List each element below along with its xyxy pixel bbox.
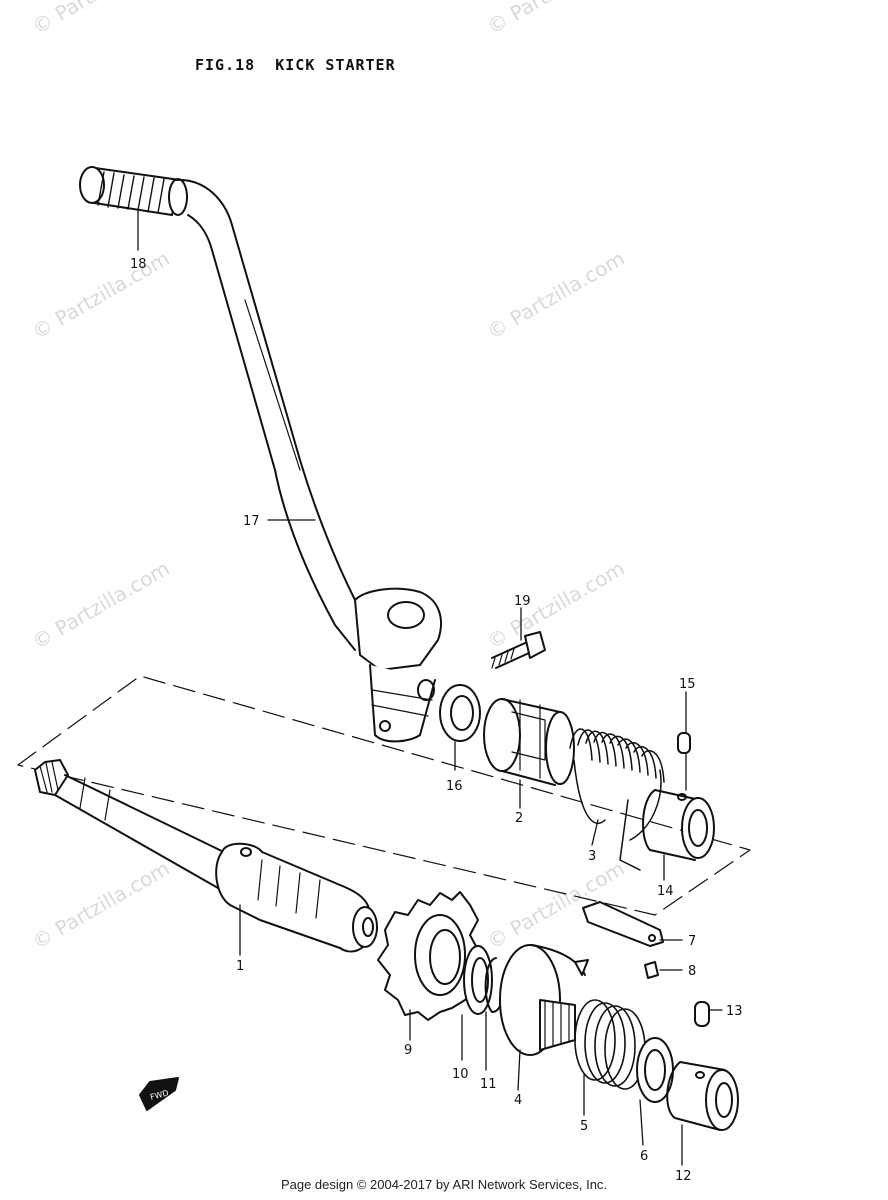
callout-3: 3 (588, 849, 596, 864)
part-7-stopper-plate (582, 901, 664, 947)
part-15-pin (677, 732, 691, 754)
callout-14: 14 (657, 884, 674, 899)
part-2-guide (483, 698, 575, 786)
part-14-spring-guide (642, 789, 715, 861)
callout-16: 16 (446, 779, 463, 794)
callout-2: 2 (515, 811, 523, 826)
part-10-washer (463, 945, 493, 1015)
page-footer: Page design © 2004-2017 by ARI Network S… (280, 1177, 608, 1192)
callout-labels: 18 17 19 15 16 2 3 14 1 9 10 11 4 5 6 12… (130, 257, 743, 1184)
part-9-idle-gear (377, 891, 479, 1021)
callout-13: 13 (726, 1004, 743, 1019)
part-16-oil-seal (439, 684, 481, 742)
callout-8: 8 (688, 964, 696, 979)
callout-17: 17 (243, 514, 260, 529)
callout-18: 18 (130, 257, 147, 272)
callout-10: 10 (452, 1067, 469, 1082)
callout-5: 5 (580, 1119, 588, 1134)
part-8-screw (644, 961, 659, 979)
assembly-outline (17, 675, 751, 916)
callout-9: 9 (404, 1043, 412, 1058)
part-1-shaft (34, 759, 378, 953)
fwd-arrow-icon (139, 1077, 179, 1111)
callout-7: 7 (688, 934, 696, 949)
part-18-lever-rubber (79, 166, 188, 216)
callout-19: 19 (514, 594, 531, 609)
part-6-washer (636, 1037, 674, 1103)
callout-6: 6 (640, 1149, 648, 1164)
part-19-bolt (491, 631, 546, 669)
callout-15: 15 (679, 677, 696, 692)
figure-title: FIG.18 KICK STARTER (195, 56, 396, 74)
part-4-drive-gear (499, 944, 589, 1056)
callout-12: 12 (675, 1169, 692, 1184)
part-3-return-spring (569, 728, 665, 871)
part-13-pin (694, 1001, 710, 1027)
callout-1: 1 (236, 959, 244, 974)
leader-lines (137, 209, 723, 1166)
part-5-spring (574, 999, 646, 1090)
part-12-spring-guide (666, 1061, 739, 1131)
part-17-kick-lever (174, 178, 442, 743)
callout-11: 11 (480, 1077, 497, 1092)
callout-4: 4 (514, 1093, 522, 1108)
